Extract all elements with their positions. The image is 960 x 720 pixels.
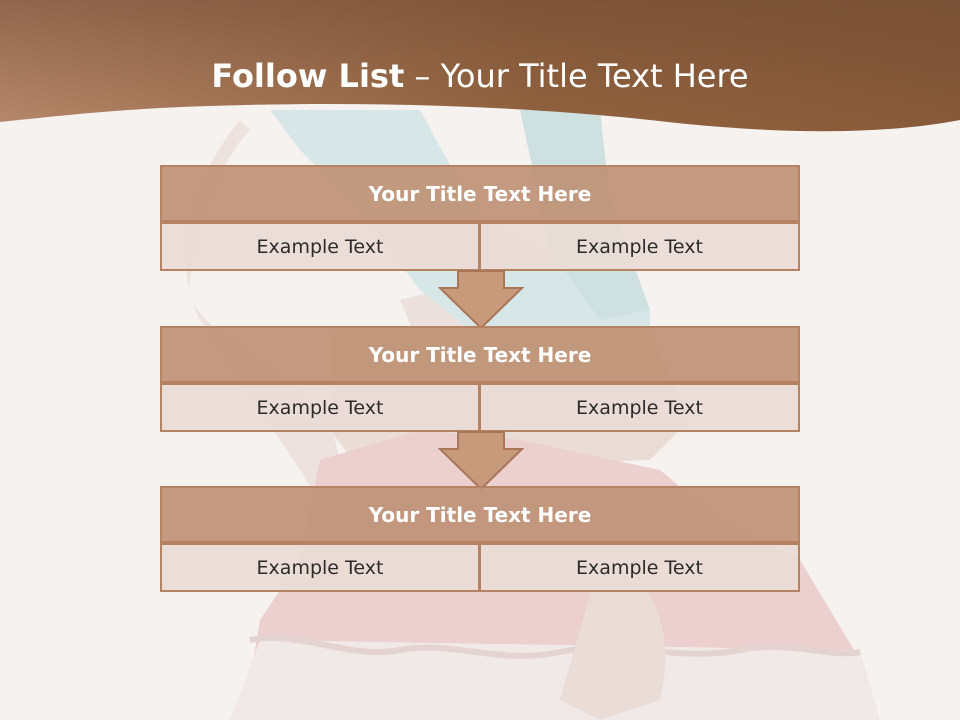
step-text-right: Example Text [480, 543, 800, 592]
step-text-right: Example Text [480, 383, 800, 432]
follow-step-2: Your Title Text Here Example Text Exampl… [160, 326, 800, 432]
slide-title: Follow List – Your Title Text Here [0, 54, 960, 98]
follow-step-1: Your Title Text Here Example Text Exampl… [160, 165, 800, 271]
down-arrow-icon [438, 431, 524, 491]
step-text-left: Example Text [160, 383, 480, 432]
step-title: Your Title Text Here [160, 486, 800, 543]
step-title: Your Title Text Here [160, 165, 800, 222]
step-text-right: Example Text [480, 222, 800, 271]
slide-title-rest: – Your Title Text Here [404, 57, 749, 95]
slide-title-bold: Follow List [211, 57, 405, 95]
step-text-left: Example Text [160, 543, 480, 592]
step-title: Your Title Text Here [160, 326, 800, 383]
follow-step-3: Your Title Text Here Example Text Exampl… [160, 486, 800, 592]
step-text-left: Example Text [160, 222, 480, 271]
down-arrow-icon [438, 270, 524, 330]
header-band [0, 0, 960, 132]
